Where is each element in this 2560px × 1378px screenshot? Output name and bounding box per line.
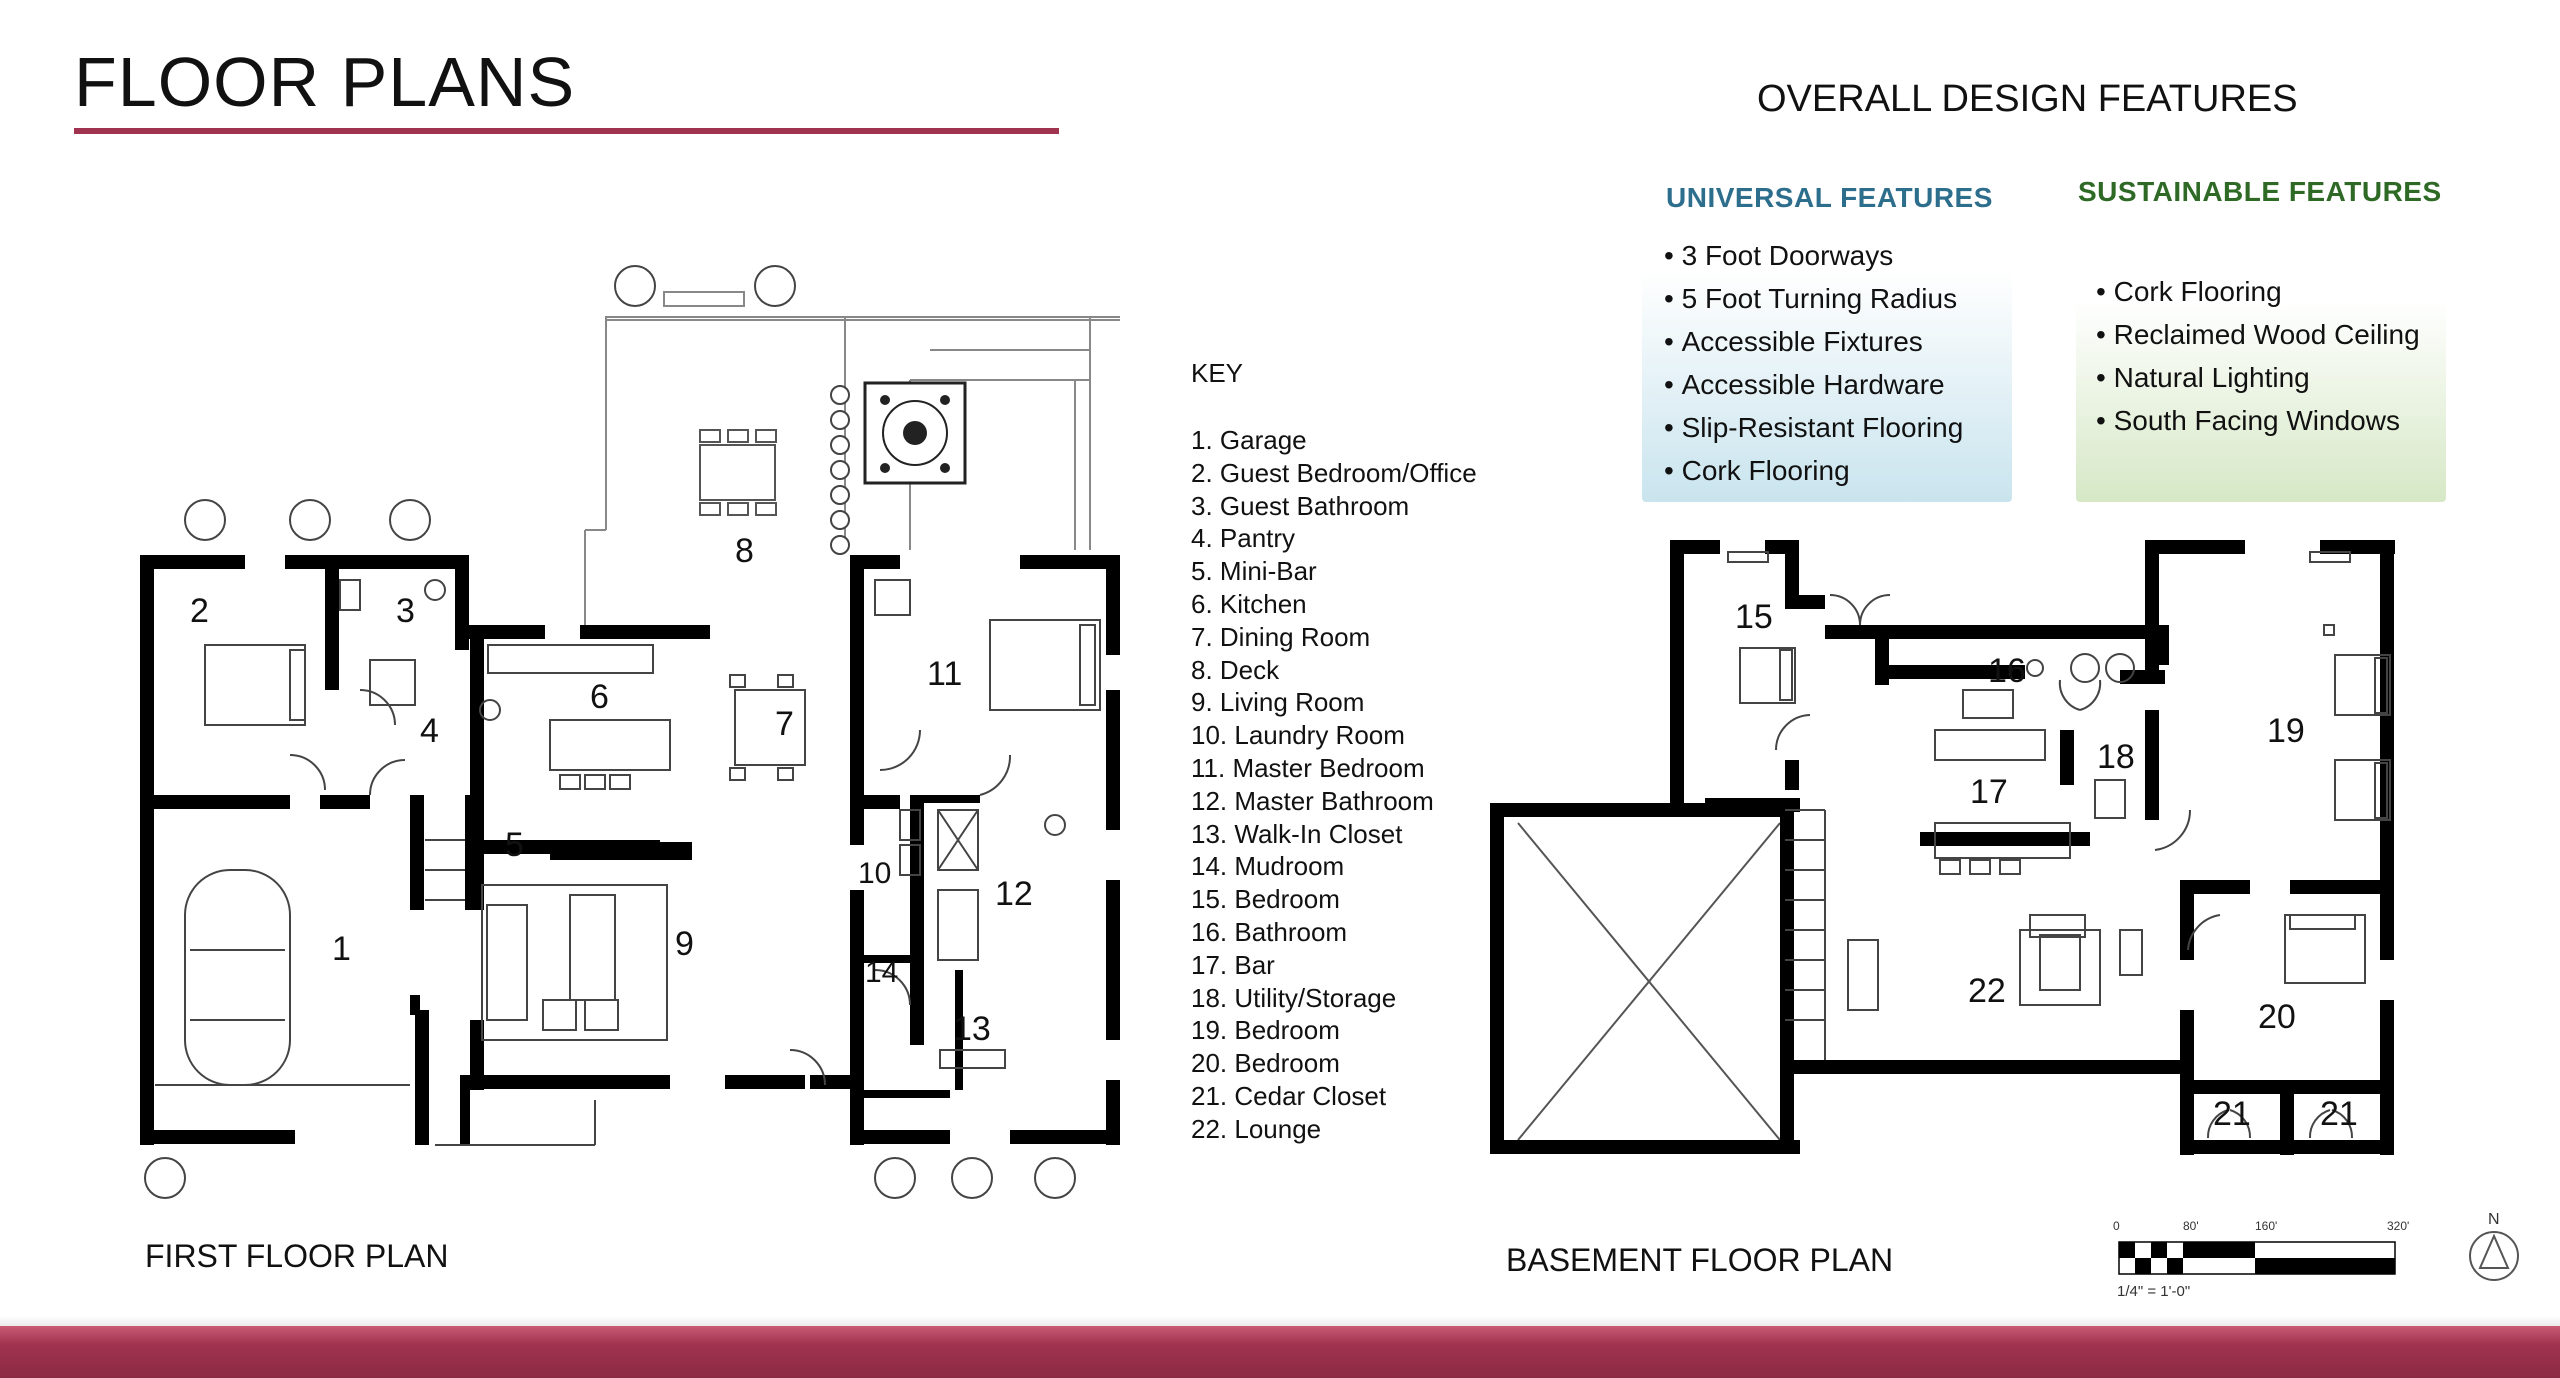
room-number: 8	[735, 532, 754, 570]
key-item: 10. Laundry Room	[1191, 720, 1405, 751]
universal-features-panel: UNIVERSAL FEATURES 3 Foot Doorways 5 Foo…	[1642, 172, 2012, 502]
basement-walls-visible-final	[1780, 540, 2395, 1155]
trees	[144, 265, 1076, 1199]
key-item: 19. Bedroom	[1191, 1015, 1340, 1046]
room-number: 19	[2267, 712, 2305, 750]
key-item: 22. Lounge	[1191, 1113, 1322, 1144]
scale-tick-label: 160'	[2255, 1219, 2277, 1233]
basement-floor-plan-label: BASEMENT FLOOR PLAN	[1506, 1242, 1894, 1278]
room-number: 12	[995, 875, 1033, 913]
key-item: 20. Bedroom	[1191, 1048, 1340, 1079]
room-number: 4	[420, 712, 439, 750]
scale-bar: 0 80' 160' 320' 1/4" = 1'-0"	[2113, 1219, 2409, 1300]
key-item: 15. Bedroom	[1191, 884, 1340, 915]
universal-features-heading: UNIVERSAL FEATURES	[1666, 182, 1993, 213]
feature-item: Cork Flooring	[2096, 270, 2420, 313]
room-number: 14	[865, 956, 898, 989]
key-list: 1. Garage 2. Guest Bedroom/Office 3. Gue…	[1191, 424, 1477, 1146]
basement-floor-plan-drawing: 15 16 17 18 19 20 21 21 22	[1490, 540, 2395, 1155]
footer-bar	[0, 1326, 2560, 1378]
feature-item: Reclaimed Wood Ceiling	[2096, 313, 2420, 356]
basement-walls	[1490, 540, 1825, 1154]
basement-room-numbers: 15 16 17 18 19 20 21 21 22	[1735, 598, 2358, 1133]
scale-tick-label: 0	[2113, 1219, 2120, 1233]
deck-outline	[584, 291, 1120, 630]
first-floor-walls	[140, 555, 1120, 1145]
key-item: 3. Guest Bathroom	[1191, 490, 1410, 521]
basement-fixtures	[1727, 551, 2391, 1139]
room-number: 7	[775, 705, 794, 743]
room-number: 10	[858, 857, 891, 890]
room-number: 1	[332, 930, 351, 968]
key-item: 13. Walk-In Closet	[1191, 818, 1403, 849]
key-item: 18. Utility/Storage	[1191, 982, 1397, 1013]
feature-item: Natural Lighting	[2096, 356, 2420, 399]
north-label: N	[2488, 1211, 2500, 1228]
room-number: 17	[1970, 773, 2008, 811]
room-number: 6	[590, 678, 609, 716]
key-item: 14. Mudroom	[1191, 851, 1345, 882]
shrubs	[830, 385, 850, 555]
sustainable-features-list: Cork Flooring Reclaimed Wood Ceiling Nat…	[2096, 270, 2420, 442]
scale-ratio: 1/4" = 1'-0"	[2117, 1283, 2190, 1300]
sustainable-features-heading: SUSTAINABLE FEATURES	[2078, 176, 2442, 207]
key-item: 16. Bathroom	[1191, 916, 1348, 947]
room-number: 15	[1735, 598, 1773, 636]
room-number: 3	[396, 592, 415, 630]
key-item: 2. Guest Bedroom/Office	[1191, 457, 1477, 488]
room-number: 22	[1968, 972, 2006, 1010]
key-item: 7. Dining Room	[1191, 621, 1371, 652]
deck-dining-table	[699, 429, 777, 516]
room-number: 18	[2097, 738, 2135, 776]
room-number: 21	[2320, 1095, 2358, 1133]
room-number: 5	[505, 826, 524, 864]
room-number: 13	[953, 1010, 991, 1048]
page-title: FLOOR PLANS	[74, 43, 576, 121]
key-item: 4. Pantry	[1191, 523, 1296, 554]
first-floor-fixtures	[155, 579, 1101, 1146]
key-item: 12. Master Bathroom	[1191, 785, 1434, 816]
sustainable-features-panel: SUSTAINABLE FEATURES Cork Flooring Recla…	[2076, 166, 2446, 502]
north-arrow-icon: N	[2469, 1211, 2519, 1281]
feature-item: 5 Foot Turning Radius	[1664, 277, 1963, 320]
room-number: 9	[675, 925, 694, 963]
hot-tub	[863, 381, 967, 485]
key-item: 11. Master Bedroom	[1191, 752, 1425, 783]
key-item: 6. Kitchen	[1191, 588, 1307, 619]
first-floor-plan-label: FIRST FLOOR PLAN	[145, 1238, 449, 1274]
room-number: 11	[927, 655, 962, 693]
foundation-area	[1517, 822, 1781, 1141]
scale-tick-label: 80'	[2183, 1219, 2199, 1233]
first-floor-plan-drawing: 2 3 1 4 5 6 7 8 9 10 11 12 13 14	[140, 265, 1120, 1199]
footer-shadow	[0, 1316, 2560, 1326]
room-number: 16	[1988, 652, 2026, 690]
key-title: KEY	[1191, 358, 1244, 388]
key-item: 9. Living Room	[1191, 687, 1365, 718]
feature-item: 3 Foot Doorways	[1664, 234, 1963, 277]
feature-item: Slip-Resistant Flooring	[1664, 406, 1964, 449]
key-item: 21. Cedar Closet	[1191, 1080, 1387, 1111]
feature-item: South Facing Windows	[2096, 399, 2420, 442]
key-item: 17. Bar	[1191, 949, 1275, 980]
key-item: 8. Deck	[1191, 654, 1280, 685]
key-item: 1. Garage	[1191, 425, 1307, 455]
feature-item: Accessible Fixtures	[1664, 320, 1963, 363]
universal-features-list: 3 Foot Doorways 5 Foot Turning Radius Ac…	[1664, 234, 1964, 492]
feature-item: Cork Flooring	[1664, 449, 1963, 492]
title-underline	[74, 128, 1059, 134]
key-item: 5. Mini-Bar	[1191, 556, 1317, 587]
scale-tick-label: 320'	[2387, 1219, 2409, 1233]
first-floor-room-numbers: 2 3 1 4 5 6 7 8 9 10 11 12 13 14	[190, 532, 1033, 1048]
room-number: 20	[2258, 998, 2296, 1036]
room-number: 2	[190, 592, 209, 630]
feature-item: Accessible Hardware	[1664, 363, 1963, 406]
room-number: 21	[2213, 1095, 2251, 1133]
overall-design-features-title: OVERALL DESIGN FEATURES	[1757, 78, 2298, 120]
